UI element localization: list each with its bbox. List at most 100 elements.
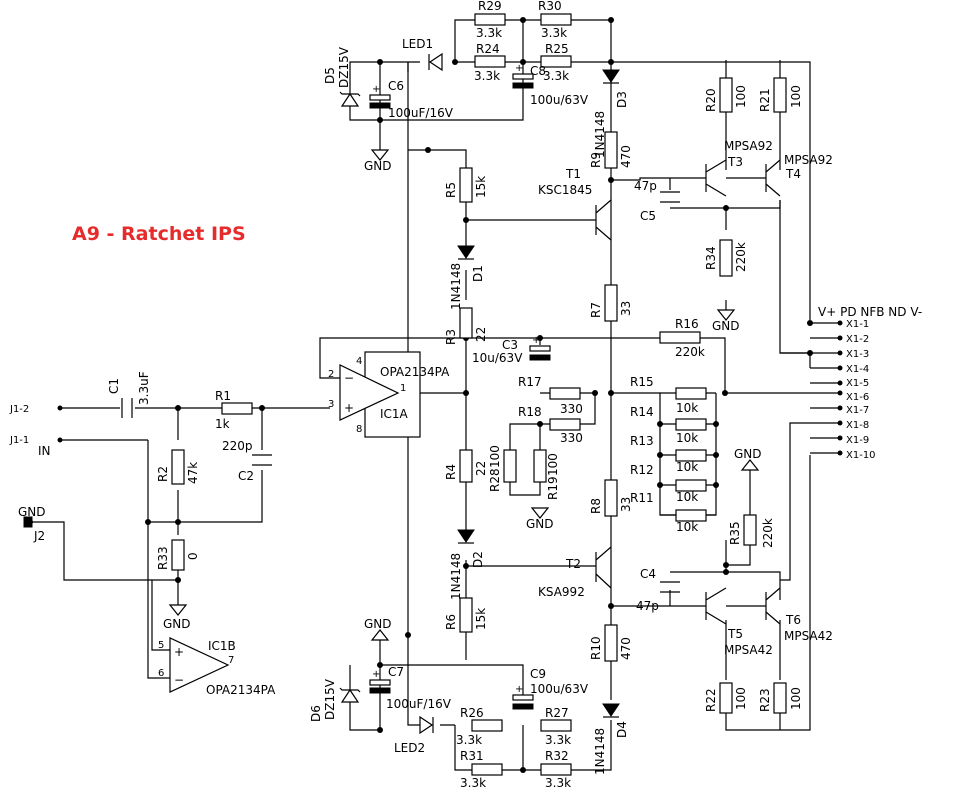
svg-text:100uF/16V: 100uF/16V: [386, 697, 452, 711]
svg-text:GND: GND: [734, 447, 762, 461]
svg-text:R33: R33: [156, 546, 170, 570]
svg-text:22: 22: [474, 461, 488, 476]
r20-body: [719, 77, 733, 113]
d2-symbol: [457, 529, 475, 543]
svg-text:+: +: [174, 645, 184, 659]
t3-symbol: [705, 159, 727, 197]
svg-text:C9: C9: [530, 667, 546, 681]
labels: V+ PD NFB ND V- X1-1 X1-2 X1-3 X1-4 X1-5…: [9, 0, 922, 790]
svg-text:10k: 10k: [676, 431, 698, 445]
svg-text:X1-7: X1-7: [846, 405, 869, 416]
svg-text:DZ15V: DZ15V: [337, 46, 351, 88]
svg-text:1: 1: [400, 383, 406, 394]
svg-text:470: 470: [619, 637, 633, 660]
svg-text:220k: 220k: [734, 242, 748, 272]
svg-text:3.3k: 3.3k: [545, 776, 571, 790]
t1-symbol: [595, 199, 612, 241]
svg-text:1k: 1k: [215, 417, 230, 431]
svg-text:C7: C7: [388, 665, 404, 679]
r9-body: [604, 131, 618, 169]
r23-body: [773, 682, 787, 714]
r27-body: [540, 719, 572, 732]
svg-text:330: 330: [560, 402, 583, 416]
svg-text:OPA2134PA: OPA2134PA: [206, 683, 276, 697]
svg-text:33: 33: [619, 301, 633, 316]
diode-symbols: [339, 52, 620, 735]
r14-body: [675, 418, 707, 431]
svg-text:T6: T6: [785, 613, 801, 627]
svg-text:DZ15V: DZ15V: [323, 678, 337, 720]
gnd-symbols: [23, 149, 760, 641]
d6-symbol: [340, 688, 360, 703]
svg-text:1N4148: 1N4148: [593, 728, 607, 775]
svg-text:R23: R23: [758, 688, 772, 712]
svg-text:10k: 10k: [676, 520, 698, 534]
svg-text:15k: 15k: [474, 176, 488, 198]
svg-text:R11: R11: [630, 491, 654, 505]
resistor-bodies: [171, 13, 787, 776]
svg-text:R5: R5: [444, 182, 458, 198]
svg-text:10k: 10k: [676, 490, 698, 504]
svg-text:1N4148: 1N4148: [449, 263, 463, 310]
d5-symbol: [340, 92, 360, 107]
svg-text:R25: R25: [545, 42, 569, 56]
r25-body: [540, 55, 572, 68]
capacitor-symbols: ++ ++ +: [121, 63, 680, 710]
svg-text:+: +: [515, 63, 523, 74]
svg-text:GND: GND: [163, 617, 191, 631]
svg-text:KSC1845: KSC1845: [538, 183, 592, 197]
c8-plate-top: [512, 73, 534, 80]
c8-plate-bottom: [512, 82, 534, 89]
r22-body: [719, 682, 733, 714]
svg-text:IN: IN: [38, 444, 51, 458]
c7-plate-bottom: [369, 687, 391, 694]
svg-text:3.3k: 3.3k: [543, 69, 569, 83]
led2-symbol: [419, 715, 434, 735]
svg-text:GND: GND: [364, 159, 392, 173]
svg-text:15k: 15k: [474, 608, 488, 630]
r13-body: [675, 449, 707, 462]
svg-text:IC1A: IC1A: [380, 407, 409, 421]
svg-text:D5: D5: [323, 67, 337, 84]
svg-text:J1-1: J1-1: [9, 435, 29, 446]
svg-text:LED2: LED2: [394, 741, 425, 755]
svg-text:D2: D2: [471, 551, 485, 568]
svg-text:−: −: [174, 673, 184, 687]
r4-body: [459, 449, 473, 483]
svg-text:8: 8: [356, 424, 362, 435]
r32-body: [540, 763, 572, 776]
svg-text:X1-3: X1-3: [846, 349, 869, 360]
junctions: [27, 17, 813, 773]
svg-text:33: 33: [619, 497, 633, 512]
c6-plate-bottom: [369, 102, 391, 109]
svg-text:R9: R9: [589, 152, 603, 168]
svg-text:R21: R21: [758, 88, 772, 112]
ic1a-triangle: [339, 364, 400, 421]
svg-text:10k: 10k: [676, 460, 698, 474]
svg-text:1N4148: 1N4148: [449, 553, 463, 600]
svg-text:X1-8: X1-8: [846, 420, 869, 431]
svg-text:R17: R17: [518, 375, 542, 389]
svg-text:D4: D4: [615, 721, 629, 738]
svg-text:3.3uF: 3.3uF: [137, 371, 151, 405]
svg-text:330: 330: [560, 431, 583, 445]
r1-body: [221, 402, 253, 415]
svg-text:47p: 47p: [636, 599, 659, 613]
svg-text:R16: R16: [675, 317, 699, 331]
svg-text:R2: R2: [156, 466, 170, 482]
led1-symbol: [428, 52, 443, 72]
svg-text:R22: R22: [704, 688, 718, 712]
svg-text:+: +: [372, 669, 380, 680]
r31-body: [471, 763, 503, 776]
r10-body: [604, 624, 618, 662]
svg-text:R30: R30: [538, 0, 562, 13]
svg-text:100: 100: [734, 687, 748, 710]
transistor-symbols: [595, 159, 781, 625]
r2-body: [171, 449, 185, 485]
svg-text:GND: GND: [364, 617, 392, 631]
r30-body: [540, 13, 572, 26]
svg-text:X1-4: X1-4: [846, 364, 869, 375]
svg-text:D6: D6: [309, 705, 323, 722]
r34-body: [719, 239, 733, 277]
d3-symbol: [602, 69, 620, 83]
